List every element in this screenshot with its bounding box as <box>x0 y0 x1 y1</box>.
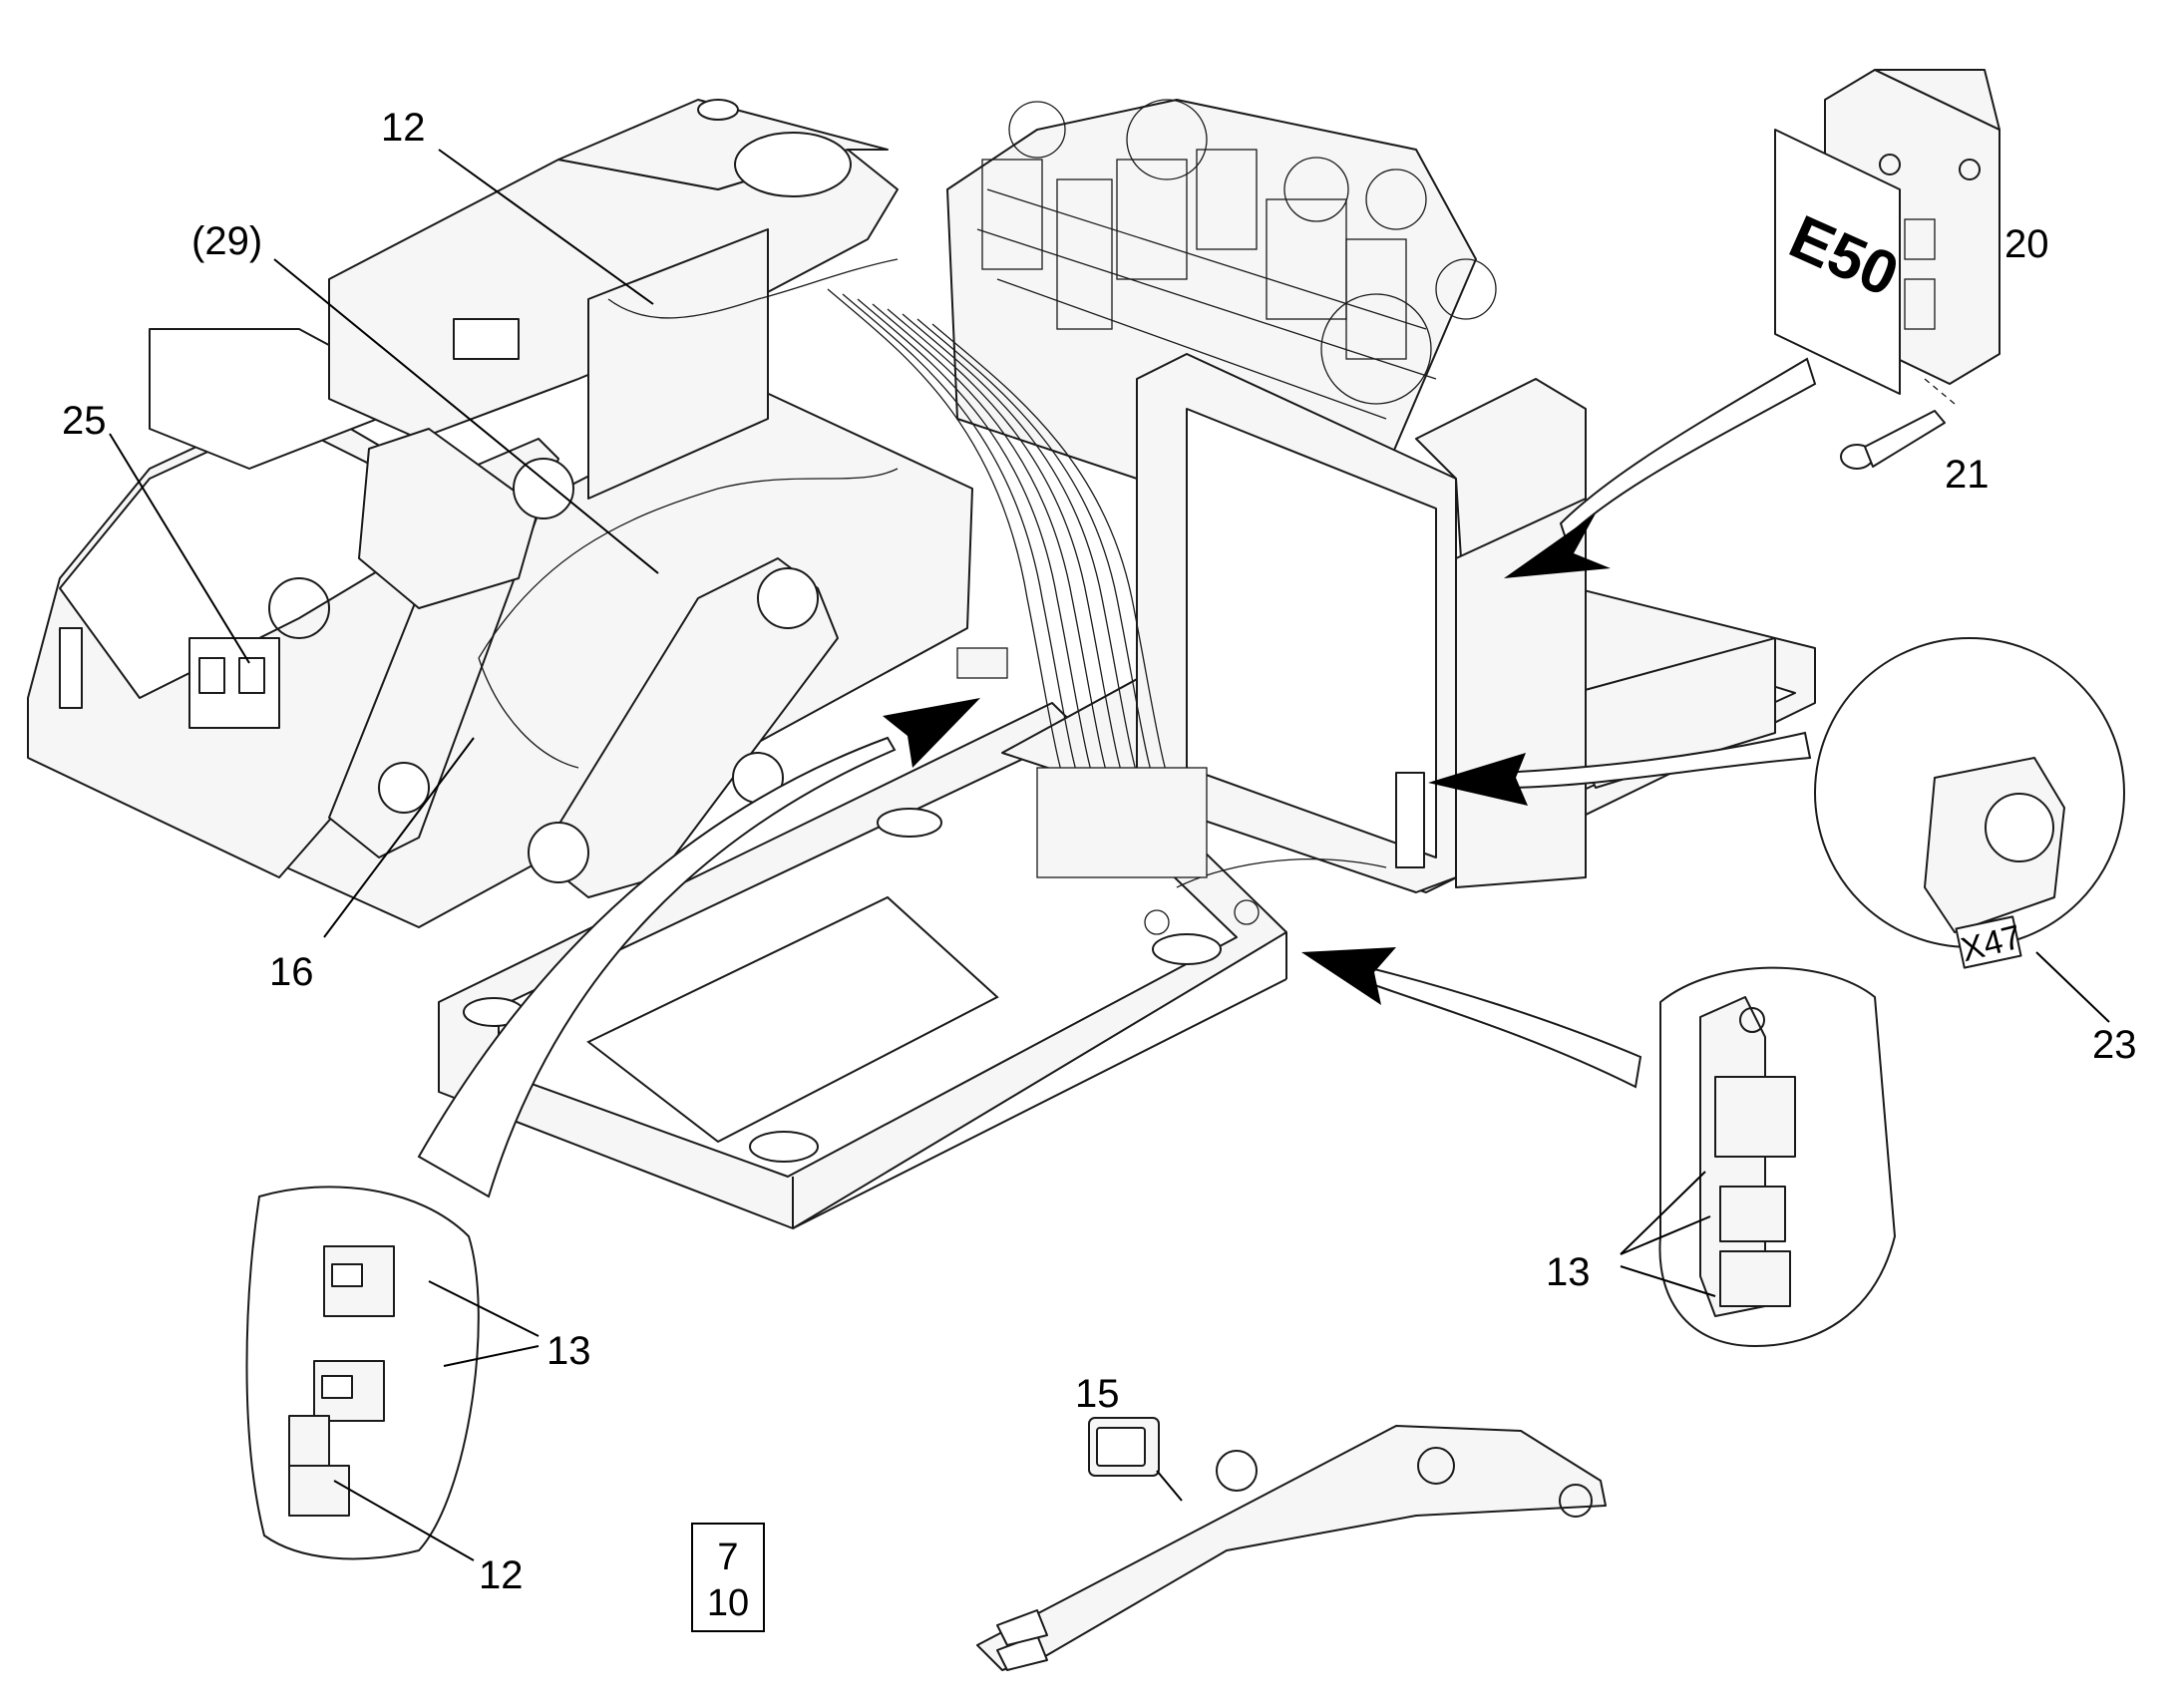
leader-13-left-a <box>428 1280 540 1337</box>
arrowhead-to-cooler <box>1504 513 1611 578</box>
arrow-band-to-relays <box>1301 947 1642 1089</box>
cab-connector-detail <box>245 1186 480 1560</box>
leader-13-right-a <box>1620 1171 1706 1255</box>
leader-25 <box>109 433 250 664</box>
leader-13-right-b <box>1620 1215 1711 1255</box>
engine-assembly <box>946 99 1497 500</box>
arrowhead-to-harness <box>883 698 980 768</box>
leader-lines <box>109 149 2110 1561</box>
tank-housing <box>328 99 899 500</box>
leader-13-right-c <box>1620 1265 1716 1297</box>
e50-control-module: E50 <box>1774 69 2000 405</box>
leader-23 <box>2035 951 2110 1023</box>
leader-12-top <box>438 149 654 305</box>
callout-13-left: 13 <box>546 1329 591 1373</box>
leader-29 <box>273 258 659 574</box>
callout-12-bottom: 12 <box>479 1553 524 1597</box>
arrowhead-to-connector-x47 <box>1428 753 1528 806</box>
arrowhead-to-relays <box>1301 947 1396 1005</box>
leader-15 <box>1156 1470 1183 1502</box>
callout-15: 15 <box>1075 1372 1120 1416</box>
callout-29: (29) <box>191 219 263 263</box>
boom-mount <box>328 428 839 898</box>
arrow-band-to-cab-connectors <box>417 698 980 1198</box>
arrow-band-to-e50 <box>1504 357 1817 578</box>
leader-16 <box>323 737 475 938</box>
leader-13-left-b <box>443 1345 540 1367</box>
counterweight-block <box>27 328 430 878</box>
relay-bank-right-detail <box>1658 966 1896 1347</box>
callout-16: 16 <box>269 950 314 994</box>
leader-12-bottom <box>333 1480 475 1561</box>
reference-box-line1: 7 <box>717 1537 739 1578</box>
reference-box-line2: 10 <box>706 1582 750 1624</box>
wiring-harness <box>478 258 1387 935</box>
callout-21: 21 <box>1945 453 1990 497</box>
arrow-band-to-x47 <box>1428 731 1812 806</box>
callout-25: 25 <box>62 399 107 443</box>
callout-20: 20 <box>2004 222 2049 266</box>
callout-23: 23 <box>2092 1023 2137 1067</box>
callout-13-right: 13 <box>1546 1250 1591 1294</box>
mounting-screw <box>1840 410 1946 470</box>
callout-12-top: 12 <box>381 106 426 150</box>
x47-detail-circle: X47 <box>1814 637 2125 969</box>
cooler-panel <box>1136 353 1587 893</box>
reference-box: 7 10 <box>691 1523 765 1632</box>
work-light-on-arm <box>976 1417 1607 1671</box>
